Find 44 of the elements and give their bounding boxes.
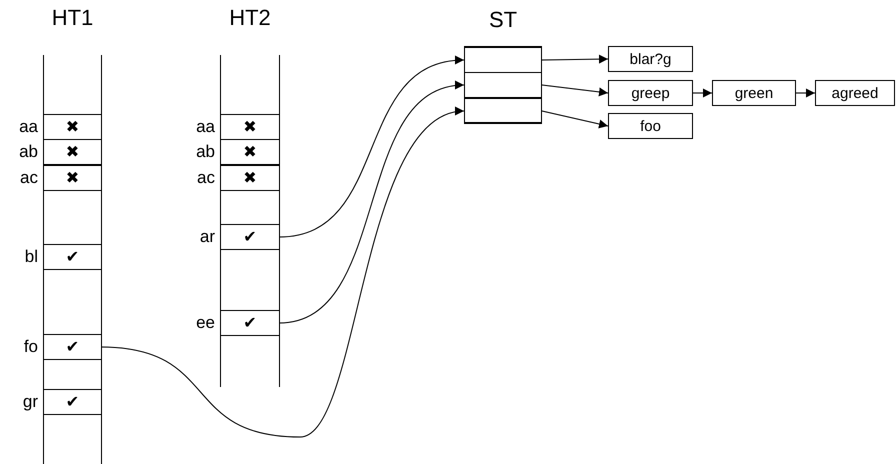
list-node-box [608,113,693,139]
key-label: ee [196,313,215,333]
slot-mark: ✔ [243,229,257,245]
slot-mark: ✖ [243,119,257,135]
list-node-label: blar?g [630,50,672,68]
list-node-label: agreed [832,84,878,102]
slot-mark: ✖ [66,144,80,160]
key-label: gr [22,392,38,412]
list-node-box [712,80,796,106]
table-slot [464,98,542,124]
list-node-box [815,80,895,106]
list-node-label: foo [640,118,661,134]
key-label: aa [19,117,38,137]
list-node-box [608,80,693,106]
key-label: ab [196,142,215,162]
arrow [542,54,608,64]
arrow [542,110,608,128]
arrow [692,88,712,98]
key-label: bl [24,247,38,267]
slot-mark: ✖ [66,170,80,186]
arrow [542,84,608,96]
slot-mark: ✔ [66,394,80,410]
key-label: ac [20,168,38,188]
key-label: ab [19,142,38,162]
slot-mark: ✔ [66,339,80,355]
arrow [796,88,816,98]
key-label: aa [196,117,215,137]
arrow [278,56,464,238]
list-node-label: green [734,84,774,102]
slot-mark: ✖ [66,119,80,135]
arrow [278,82,464,324]
slot-mark: ✔ [243,315,257,331]
slot-mark: ✖ [243,144,257,160]
table-heading: ST [488,7,518,33]
table-heading: HT1 [52,5,94,31]
key-label: ac [197,168,215,188]
key-label: fo [24,337,38,357]
list-node-box [608,46,693,72]
slot-mark: ✖ [243,170,257,186]
slot-mark: ✔ [66,249,80,265]
table-heading: HT2 [229,5,271,31]
list-node-label: greep [631,84,670,102]
key-label: ar [200,227,215,247]
arrow [100,108,464,438]
